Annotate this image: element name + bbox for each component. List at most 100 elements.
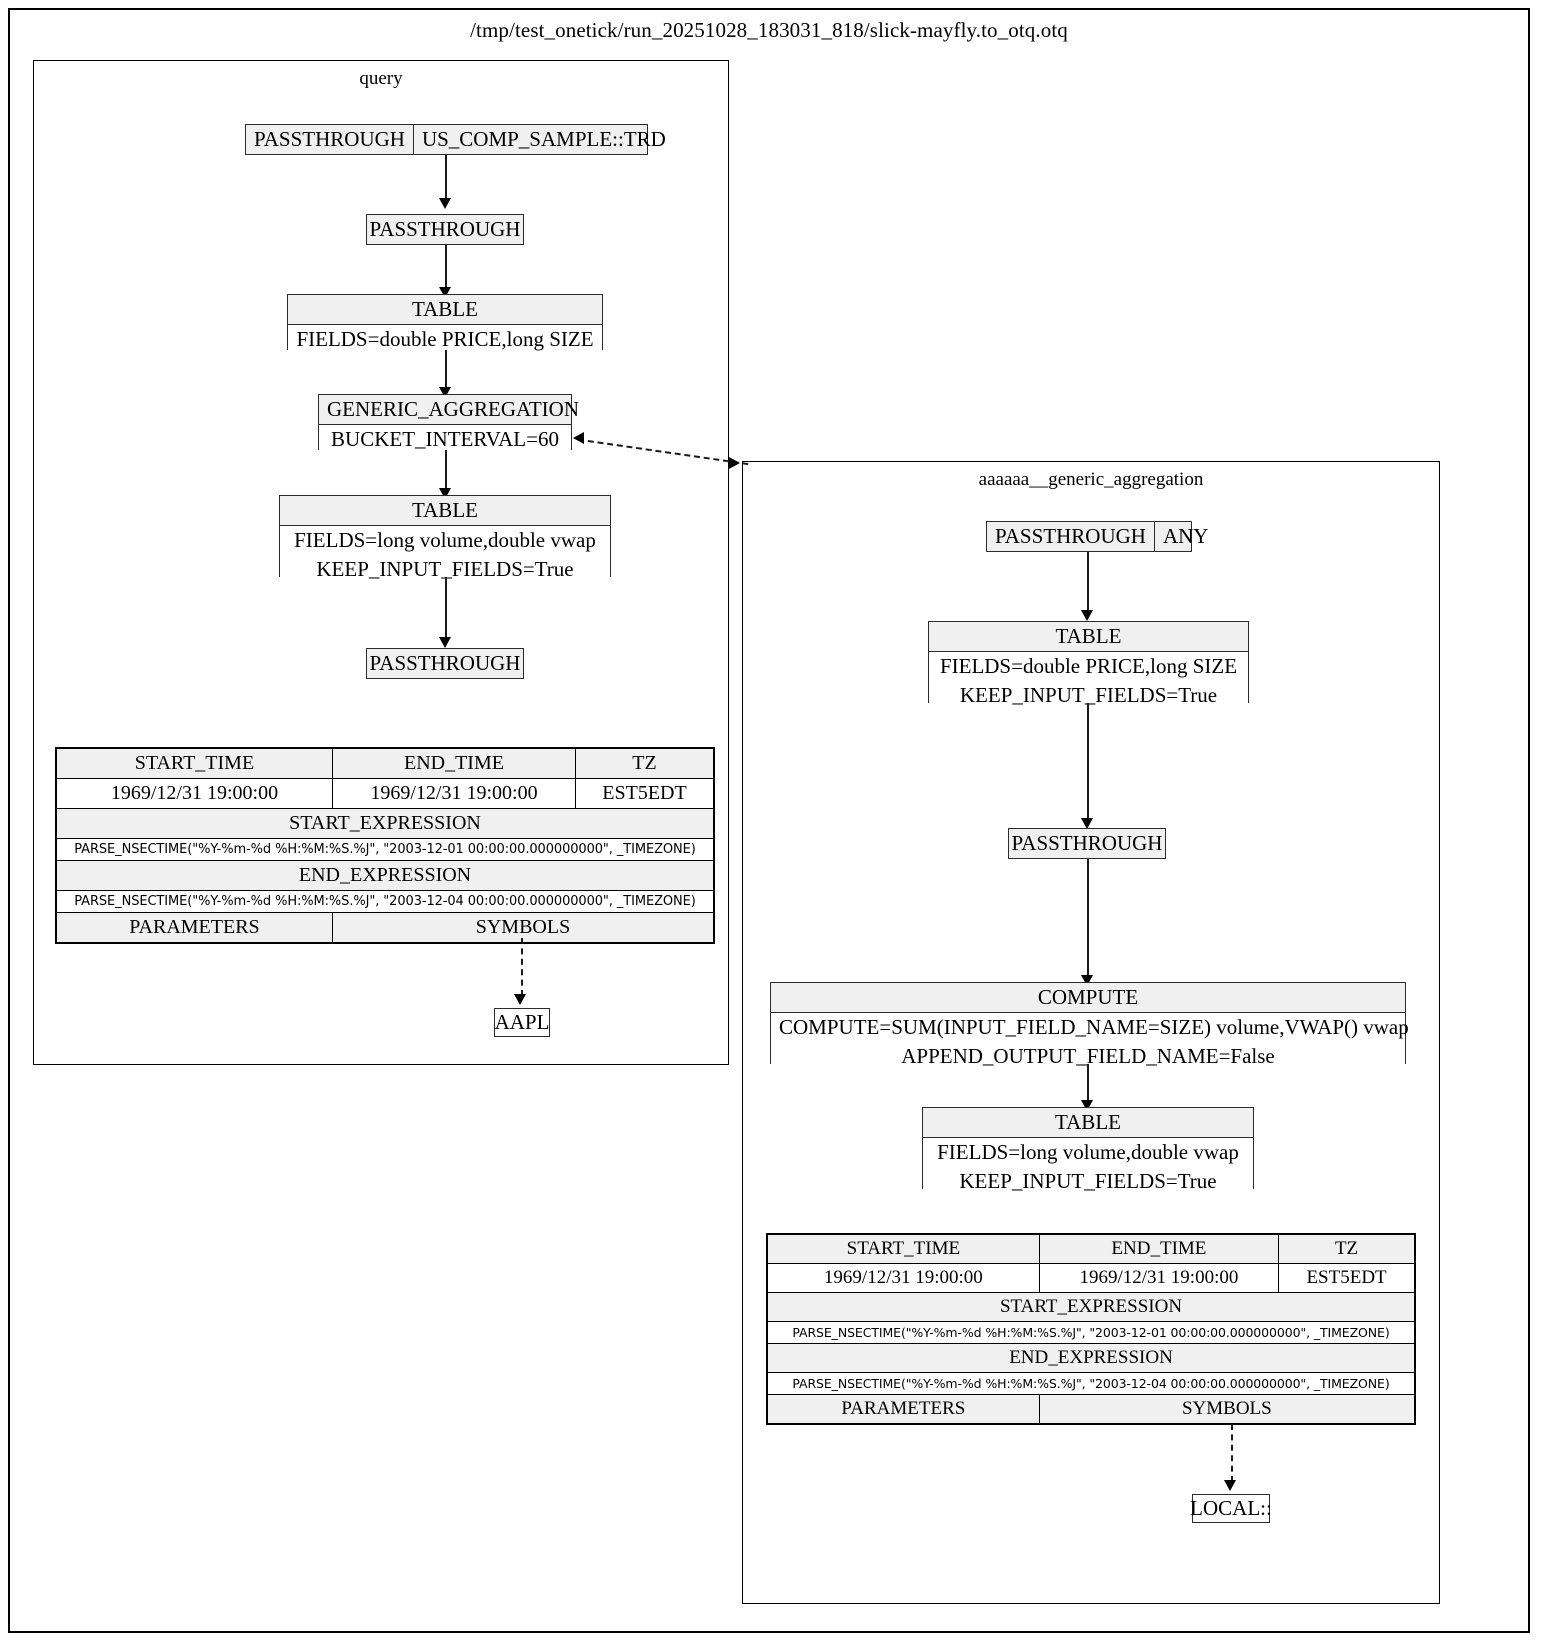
value-tz: EST5EDT [575,778,714,809]
node-symbol-local[interactable]: LOCAL:: [1190,1494,1272,1523]
value-end-expression: PARSE_NSECTIME("%Y-%m-%d %H:%M:%S.%J", "… [56,890,714,913]
label-start-expression: START_EXPRESSION [56,808,714,839]
node-agg-table-1-fields: FIELDS=double PRICE,long SIZE [929,651,1248,681]
node-agg-table-1-keep-input-fields: KEEP_INPUT_FIELDS=True [929,680,1248,710]
table-row: START_TIME END_TIME TZ [56,748,714,779]
edge-table1-to-aggregation [445,350,447,393]
table-row: PARSE_NSECTIME("%Y-%m-%d %H:%M:%S.%J", "… [767,1321,1415,1344]
edge-arrow-down [1080,610,1093,621]
edge-compute-to-table2 [1087,1064,1089,1106]
value-end-time: 1969/12/31 19:00:00 [331,778,577,809]
node-table-1-fields: FIELDS=double PRICE,long SIZE [288,324,602,354]
node-table-2-fields: FIELDS=long volume,double vwap [280,525,610,555]
edge-symbols-to-symbol [521,938,523,996]
node-table-1[interactable]: TABLE FIELDS=double PRICE,long SIZE [287,294,603,354]
edge-any-to-table1 [1087,552,1089,614]
edge-arrow-down [514,994,526,1005]
table-row: END_EXPRESSION [56,860,714,891]
node-agg-table-1[interactable]: TABLE FIELDS=double PRICE,long SIZE KEEP… [928,621,1249,710]
node-table-2-header: TABLE [280,496,610,526]
value-start-expression: PARSE_NSECTIME("%Y-%m-%d %H:%M:%S.%J", "… [56,838,714,861]
col-header-tz: TZ [575,748,714,779]
table-row: PARSE_NSECTIME("%Y-%m-%d %H:%M:%S.%J", "… [767,1372,1415,1395]
generic-aggregation-parameters-table: START_TIME END_TIME TZ 1969/12/31 19:00:… [766,1233,1416,1425]
edge-table1-to-passthrough [1087,703,1089,823]
node-passthrough-any-symbol: ANY [1153,522,1217,551]
label-end-expression: END_EXPRESSION [56,860,714,891]
edge-arrow-right [729,457,740,469]
col-header-start-time: START_TIME [767,1234,1040,1264]
edge-symbols-to-symbol [1231,1424,1233,1482]
node-symbol-aapl[interactable]: AAPL [494,1008,550,1037]
value-start-expression: PARSE_NSECTIME("%Y-%m-%d %H:%M:%S.%J", "… [767,1321,1415,1344]
node-passthrough-any[interactable]: PASSTHROUGH ANY [986,521,1208,552]
edge-passthrough-to-table1 [445,245,447,290]
node-agg-table-2[interactable]: TABLE FIELDS=long volume,double vwap KEE… [922,1107,1254,1196]
edge-arrow-down [438,637,451,648]
value-start-time: 1969/12/31 19:00:00 [767,1263,1040,1293]
table-row: PARAMETERS SYMBOLS [56,912,715,943]
table-row: START_TIME END_TIME TZ [767,1234,1415,1264]
node-agg-passthrough[interactable]: PASSTHROUGH [1008,828,1166,859]
label-parameters: PARAMETERS [56,912,333,943]
col-header-start-time: START_TIME [56,748,333,779]
node-passthrough-any-op: PASSTHROUGH [995,524,1146,549]
node-compute[interactable]: COMPUTE COMPUTE=SUM(INPUT_FIELD_NAME=SIZ… [770,982,1409,1071]
edge-arrow-down [438,198,451,209]
cluster-generic-aggregation [742,461,1440,1604]
node-passthrough-source-symbol: US_COMP_SAMPLE::TRD [412,125,674,154]
edge-arrow-down [438,287,451,298]
node-agg-table-1-header: TABLE [929,622,1248,652]
col-header-end-time: END_TIME [331,748,577,779]
value-tz: EST5EDT [1278,1263,1415,1293]
col-header-tz: TZ [1278,1234,1415,1264]
edge-arrow-down [438,488,451,499]
table-row: START_EXPRESSION [767,1292,1415,1322]
node-agg-table-2-fields: FIELDS=long volume,double vwap [923,1137,1253,1167]
label-symbols: SYMBOLS [1038,1394,1416,1424]
col-header-end-time: END_TIME [1038,1234,1280,1264]
node-passthrough-2[interactable]: PASSTHROUGH [366,648,524,679]
table-row: END_EXPRESSION [767,1343,1415,1373]
table-row: 1969/12/31 19:00:00 1969/12/31 19:00:00 … [767,1263,1415,1293]
table-row: PARSE_NSECTIME("%Y-%m-%d %H:%M:%S.%J", "… [56,838,714,861]
value-end-expression: PARSE_NSECTIME("%Y-%m-%d %H:%M:%S.%J", "… [767,1372,1415,1395]
edge-arrow-down [1080,818,1093,829]
graph-title: /tmp/test_onetick/run_20251028_183031_81… [470,18,1068,42]
edge-aggregation-to-table2 [445,450,447,494]
value-start-time: 1969/12/31 19:00:00 [56,778,333,809]
table-row: PARAMETERS SYMBOLS [767,1394,1416,1424]
cluster-generic-aggregation-label: aaaaaa__generic_aggregation [978,469,1204,490]
value-end-time: 1969/12/31 19:00:00 [1038,1263,1280,1293]
node-compute-expression: COMPUTE=SUM(INPUT_FIELD_NAME=SIZE) volum… [771,1012,1409,1042]
edge-source-to-passthrough [445,155,447,200]
edge-arrow-down [1080,1100,1093,1111]
label-parameters: PARAMETERS [767,1394,1040,1424]
node-agg-table-2-keep-input-fields: KEEP_INPUT_FIELDS=True [923,1166,1253,1196]
edge-arrow-down [1080,975,1093,986]
node-compute-header: COMPUTE [771,983,1405,1013]
label-start-expression: START_EXPRESSION [767,1292,1415,1322]
node-passthrough-1[interactable]: PASSTHROUGH [366,214,524,245]
table-row: START_EXPRESSION [56,808,714,839]
cluster-query [33,60,729,1065]
edge-arrow-left [573,432,584,444]
edge-table2-to-passthrough2 [445,577,447,641]
node-generic-aggregation-bucket-interval: BUCKET_INTERVAL=60 [319,424,571,454]
node-passthrough-source[interactable]: PASSTHROUGH US_COMP_SAMPLE::TRD [245,124,666,155]
node-generic-aggregation[interactable]: GENERIC_AGGREGATION BUCKET_INTERVAL=60 [318,394,579,454]
edge-arrow-down [1224,1480,1236,1491]
edge-arrow-down [438,387,451,398]
node-passthrough-source-op: PASSTHROUGH [254,127,405,152]
node-generic-aggregation-header: GENERIC_AGGREGATION [319,395,579,425]
label-end-expression: END_EXPRESSION [767,1343,1415,1373]
node-table-1-header: TABLE [288,295,602,325]
graph-outer-frame [8,8,1530,1633]
cluster-query-label: query [359,68,403,89]
edge-passthrough-to-compute [1087,859,1089,979]
node-agg-table-2-header: TABLE [923,1108,1253,1138]
table-row: PARSE_NSECTIME("%Y-%m-%d %H:%M:%S.%J", "… [56,890,714,913]
query-parameters-table: START_TIME END_TIME TZ 1969/12/31 19:00:… [55,747,715,944]
node-table-2[interactable]: TABLE FIELDS=long volume,double vwap KEE… [279,495,611,584]
